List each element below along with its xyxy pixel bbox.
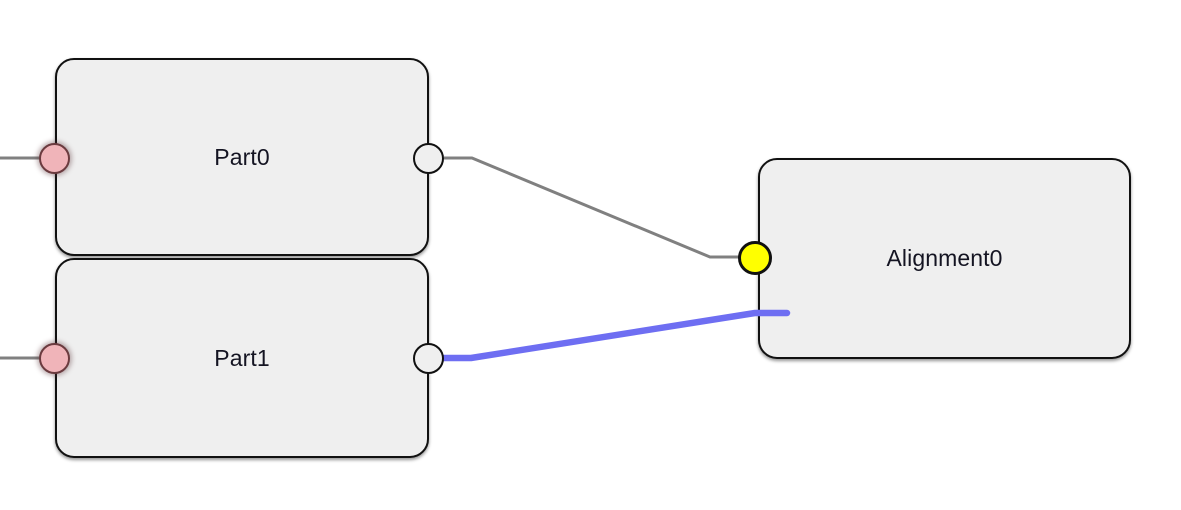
wire-part1-output-to-alignment0-input[interactable] xyxy=(440,309,791,362)
node-part1[interactable]: Part1 xyxy=(55,258,429,458)
node-part1-label: Part1 xyxy=(214,344,270,371)
port-part0-output[interactable] xyxy=(413,143,444,174)
port-part1-output[interactable] xyxy=(413,343,444,374)
wire-part0-output-to-alignment0-input[interactable] xyxy=(444,156,744,259)
node-alignment0-label: Alignment0 xyxy=(886,245,1003,271)
node-part0-label: Part0 xyxy=(214,143,270,170)
node-alignment0[interactable]: Alignment0 xyxy=(758,158,1131,359)
node-part0[interactable]: Part0 xyxy=(55,58,429,256)
port-part0-input[interactable] xyxy=(39,143,70,174)
port-part1-input[interactable] xyxy=(39,343,70,374)
port-alignment0-input-selected[interactable] xyxy=(738,241,772,275)
